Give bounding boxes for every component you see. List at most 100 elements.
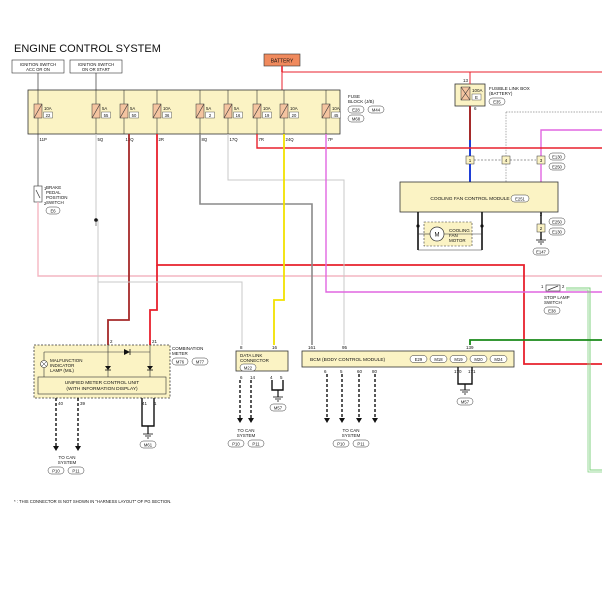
wire-bcm-green — [469, 339, 602, 345]
bcm-conn-text: E29 — [415, 357, 423, 362]
fuse-rating: 5A — [206, 106, 211, 111]
stop-lamp-contact — [547, 285, 559, 291]
can2-conn-p11-text: P11 — [252, 442, 260, 447]
fan-ground-conn-e250-text: E250 — [552, 220, 562, 225]
ign-start-line1: IGNITION SWITCH — [78, 62, 114, 67]
mil-label1: MALFUNCTION — [50, 358, 83, 363]
wire-7r-red — [256, 134, 602, 149]
bcm-pin95: 95 — [342, 345, 348, 350]
fuse-number: 19 — [265, 113, 270, 118]
can2-conn-p10 — [227, 439, 245, 448]
dlc-label2: CONNECTOR — [240, 358, 270, 363]
dlc-ground-conn — [269, 403, 287, 412]
meter-pin1: 1 — [154, 401, 157, 406]
meter-pin2: 2 — [110, 339, 113, 344]
fan-ground-pin: 2 — [540, 226, 543, 231]
fuse-rating: 5A — [234, 106, 239, 111]
can3-label1: TO CAN — [343, 428, 360, 433]
wire-2r-to-meter — [149, 265, 158, 345]
meter-label1: COMBINATION — [172, 346, 203, 351]
fan-conn-e130 — [548, 152, 566, 161]
wire-13q-darkred — [107, 134, 130, 345]
fan-ground-conn-e250 — [548, 217, 566, 226]
fan-conn-pin3: 3 — [540, 158, 543, 163]
fan-conn-pin4: 4 — [505, 158, 508, 163]
fuse-rating: 5A — [102, 106, 107, 111]
brake-switch-label3: POSITION — [46, 195, 68, 200]
fuse-conn-m44 — [367, 105, 385, 114]
fan-conn-pin1: 1 — [469, 158, 472, 163]
fan-ground-conn-text: E147 — [536, 250, 546, 255]
fan-ground-icon — [536, 239, 546, 245]
wire-2r-red — [156, 134, 602, 365]
meter-conn-m76-text: M76 — [176, 360, 185, 365]
meter-conn-m77 — [191, 357, 209, 366]
page-title: ENGINE CONTROL SYSTEM — [14, 43, 161, 55]
can3-label2: SYSTEM — [342, 433, 361, 438]
can1-label2: SYSTEM — [58, 460, 77, 465]
wire-5q-lightgray — [95, 134, 99, 345]
brake-switch-conn — [45, 206, 61, 215]
meter-pin40: 40 — [58, 401, 64, 406]
dlc-pin14: 14 — [250, 375, 256, 380]
stop-lamp-label1: STOP LAMP — [544, 295, 570, 300]
brake-switch-label2: PEDAL — [46, 190, 61, 195]
wire-lightgray-datalink — [98, 281, 243, 345]
unit-label2: (WITH INFORMATION DISPLAY) — [66, 386, 138, 392]
can1-conn-p10 — [47, 466, 65, 475]
meter-ground-conn-text: M61 — [144, 443, 153, 448]
can2-conn-p11 — [247, 439, 265, 448]
fan-ground-conn — [532, 247, 550, 256]
ign-start-line2: ON OR START — [82, 67, 111, 72]
bcm-conn-text: M24 — [494, 357, 503, 362]
fusible-link-x2 — [460, 86, 471, 101]
motor-node-left — [416, 224, 420, 228]
bcm-conn-m19 — [449, 355, 468, 363]
fan-module-conn-text: E251 — [515, 197, 525, 202]
fan-conn-e250 — [548, 162, 566, 171]
bcm-pin80: 80 — [372, 369, 378, 374]
meter-pin39: 39 — [80, 401, 86, 406]
can1-conn-p11 — [67, 466, 85, 475]
mil-label3: LAMP (MIL) — [50, 368, 74, 373]
fuse-number: 50 — [132, 113, 137, 118]
bcm-pin161: 161 — [308, 345, 316, 350]
fan-module-conn — [510, 194, 530, 203]
dlc-conn-text: M22 — [244, 366, 253, 371]
footnote: * : THIS CONNECTOR IS NOT SHOWN IN "HARN… — [14, 499, 171, 504]
can3-conn-p10 — [332, 439, 350, 448]
dlc-pin5: 5 — [280, 375, 283, 380]
fan-ground-conn-e130-text: E130 — [552, 230, 562, 235]
fuse-pin: 7R — [259, 137, 265, 142]
fan-motor-label2: FAN — [449, 233, 458, 238]
bcm-conn-text: M20 — [474, 357, 483, 362]
fan-conn-e250-text: E250 — [552, 165, 562, 170]
fuse-block-label1: FUSE — [348, 94, 360, 99]
can2-label1: TO CAN — [238, 428, 255, 433]
cooling-fan-control-module — [399, 181, 559, 213]
dlc-pin8: 8 — [240, 345, 243, 350]
fuse-pin: 11P — [40, 137, 47, 142]
wire-stop-lamp-green — [566, 287, 602, 471]
can2-label2: SYSTEM — [237, 433, 256, 438]
motor-node-right — [480, 224, 484, 228]
dlc-pin4: 4 — [270, 375, 273, 380]
can3-conn-p10-text: P10 — [337, 442, 345, 447]
bcm-ground-icon — [460, 384, 470, 395]
fan-motor-label1: COOLING — [449, 228, 470, 233]
brake-switch-label1: BRAKE — [46, 185, 61, 190]
bcm-conn-text: M18 — [434, 357, 443, 362]
meter-label2: METER — [172, 351, 189, 356]
can3-conn-p11-text: P11 — [357, 442, 365, 447]
fan-motor-label3: MOTOR — [449, 238, 466, 243]
fan-conn-e130-text: E130 — [552, 155, 562, 160]
brake-switch-conn-text: E6 — [50, 209, 56, 214]
dlc-ground-icon — [273, 390, 283, 402]
bcm-label: BCM (BODY CONTROL MODULE) — [310, 357, 386, 363]
fan-module-label: COOLING FAN CONTROL MODULE — [430, 196, 509, 202]
